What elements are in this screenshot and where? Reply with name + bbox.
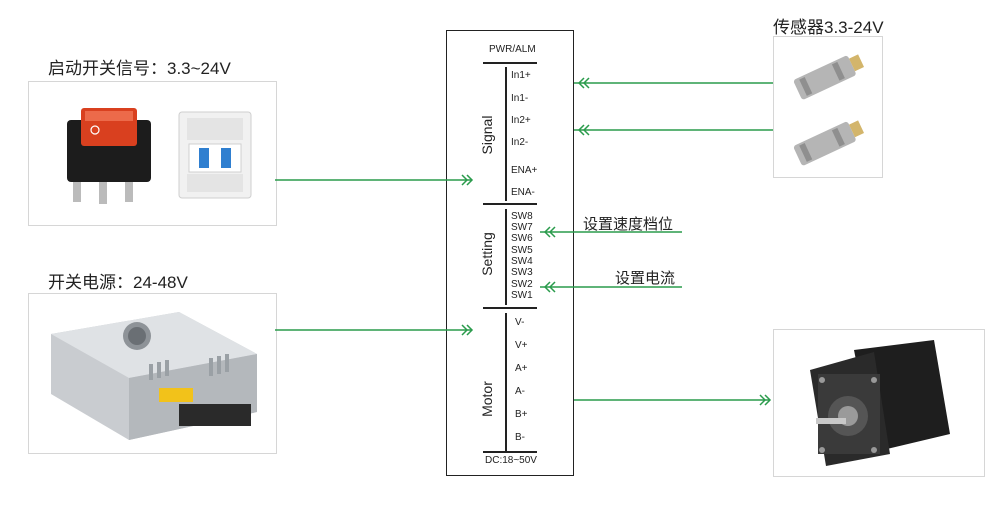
motor-bracket bbox=[505, 313, 507, 451]
pin-b-plus: B+ bbox=[515, 409, 528, 420]
pin-sw5: SW5 bbox=[511, 245, 533, 256]
stepper-motor-photo-box bbox=[773, 329, 985, 477]
start-signal-label: 启动开关信号：3.3~24V bbox=[48, 59, 231, 78]
pin-sw4: SW4 bbox=[511, 256, 533, 267]
pin-a-plus: A+ bbox=[515, 363, 528, 374]
speed-setting-arrow bbox=[543, 226, 551, 238]
driver-footer: DC:18~50V bbox=[485, 455, 537, 466]
sensor1-arrow bbox=[577, 77, 585, 89]
signal-divider bbox=[483, 203, 537, 205]
stepper-motor-image bbox=[810, 340, 950, 466]
motor-arrow bbox=[759, 394, 767, 406]
power-supply-label: 开关电源：24-48V bbox=[48, 273, 188, 292]
pin-sw6: SW6 bbox=[511, 233, 533, 244]
stepper-driver: PWR/ALM Signal In1+ In1- In2+ In2- ENA+ … bbox=[446, 30, 574, 476]
pin-sw2: SW2 bbox=[511, 279, 533, 290]
header-divider bbox=[483, 62, 537, 64]
sensor-label: 传感器3.3-24V bbox=[773, 18, 884, 37]
start-signal-arrow bbox=[461, 174, 469, 186]
pin-v-plus: V+ bbox=[515, 340, 528, 351]
pin-sw3: SW3 bbox=[511, 267, 533, 278]
proximity-sensor-image bbox=[793, 54, 865, 166]
power-supply-photo-box bbox=[28, 293, 277, 454]
pin-b-minus: B- bbox=[515, 432, 525, 443]
current-setting-arrow bbox=[543, 281, 551, 293]
pin-ena-minus: ENA- bbox=[511, 187, 535, 198]
sensor-photo-box bbox=[773, 36, 883, 178]
pin-sw7: SW7 bbox=[511, 222, 533, 233]
driver-header: PWR/ALM bbox=[489, 44, 536, 55]
pin-sw8: SW8 bbox=[511, 211, 533, 222]
start-switch-photo-box bbox=[28, 81, 277, 226]
pin-in1-minus: In1- bbox=[511, 93, 529, 104]
pin-in2-plus: In2+ bbox=[511, 115, 531, 126]
power-arrow bbox=[461, 324, 469, 336]
signal-bracket bbox=[505, 67, 507, 201]
sensor2-arrow bbox=[577, 124, 585, 136]
pin-in1-plus: In1+ bbox=[511, 70, 531, 81]
switching-power-supply-image bbox=[51, 312, 257, 440]
motor-divider bbox=[483, 451, 537, 453]
speed-setting-label: 设置速度档位 bbox=[583, 216, 674, 233]
pin-v-minus: V- bbox=[515, 317, 525, 328]
pin-sw1: SW1 bbox=[511, 290, 533, 301]
pin-in2-minus: In2- bbox=[511, 137, 529, 148]
rocker-switch-and-breaker-image bbox=[67, 108, 252, 204]
current-setting-label: 设置电流 bbox=[615, 270, 676, 287]
pin-ena-plus: ENA+ bbox=[511, 165, 538, 176]
setting-divider bbox=[483, 307, 537, 309]
pin-a-minus: A- bbox=[515, 386, 525, 397]
setting-bracket bbox=[505, 209, 507, 305]
